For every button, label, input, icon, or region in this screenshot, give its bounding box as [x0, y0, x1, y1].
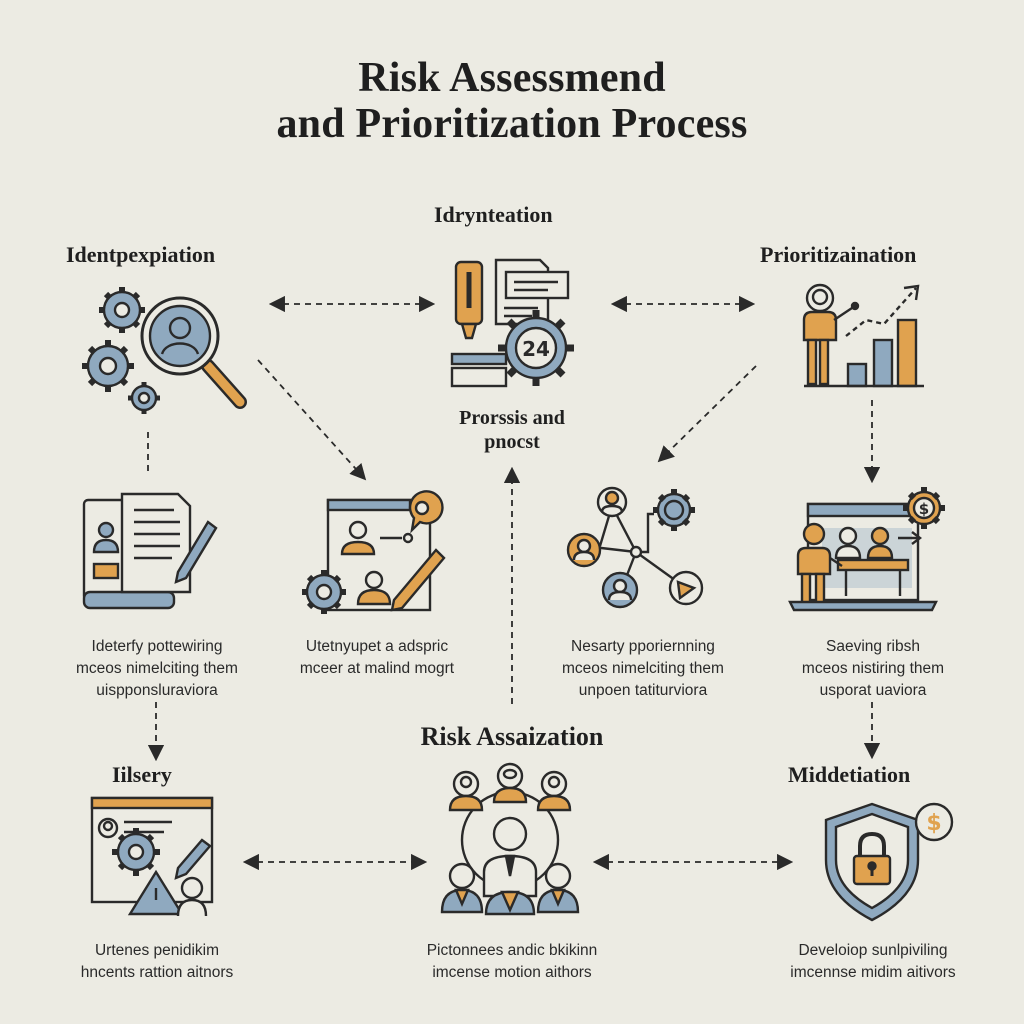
top-center-heading: Idrynteation [434, 202, 553, 227]
history-description: Urtenes penidikim hncents rattion aitnor… [10, 940, 304, 984]
mid-4-line-1: Saeving ribsh [826, 638, 920, 655]
presenter-chart-icon [802, 283, 924, 388]
shield-lock-icon: $ [824, 802, 954, 922]
mid-3-description: Nesarty pporiernning mceos nimelciting t… [496, 636, 790, 702]
mid-3-line-2: mceos nimelciting them [562, 660, 724, 677]
middetiation-line-1: Develoiop sunlpiviling [798, 942, 948, 959]
title-line-2: and Prioritization Process [276, 101, 748, 147]
document-profile-pencil-icon [82, 492, 218, 610]
mid-1-description: Ideterfy pottewiring mceos nimelciting t… [10, 636, 304, 702]
mid-3-line-3: unpoen tatiturviora [578, 682, 708, 699]
risk-assaization-heading: Risk Assaization [420, 722, 604, 751]
title-line-1: Risk Assessmend [358, 55, 666, 101]
mid-3-line-1: Nesarty pporiernning [571, 638, 715, 655]
mid-1-line-2: mceos nimelciting them [76, 660, 238, 677]
arrow-prior-mid3 [657, 365, 757, 463]
gear-badge-text: 24 [522, 337, 550, 361]
mid-1-line-1: Ideterfy pottewiring [91, 638, 223, 655]
documents-gear-icon: 24 [450, 258, 574, 388]
prioritization-heading: Prioritizaination [760, 242, 917, 267]
arrow-ident-mid2 [257, 359, 367, 481]
identification-heading: Identpexpiation [66, 242, 216, 267]
svg-text:$: $ [919, 500, 929, 518]
mid-2-line-1: Utetnyupet a adspric [305, 638, 449, 655]
network-people-icon [566, 486, 704, 609]
svg-text:$: $ [926, 811, 941, 836]
mid-4-line-3: usporat uaviora [819, 682, 927, 699]
history-line-2: hncents rattion aitnors [80, 964, 234, 981]
mid-4-line-2: mceos nistiring them [801, 660, 945, 677]
mid-1-line-3: uispponsluraviora [96, 682, 218, 699]
risk-assaization-line-1: Pictonnees andic bkikinn [426, 942, 598, 959]
browser-profile-gear-icon [302, 490, 446, 614]
team-hierarchy-icon [440, 762, 580, 916]
browser-gear-alert-icon [90, 796, 214, 917]
top-center-sub-line-1: Prorssis and [459, 407, 565, 429]
risk-assaization-line-2: imcense motion aithors [432, 964, 592, 981]
top-center-sub-line-2: pnocst [484, 431, 540, 453]
mid-2-description: Utetnyupet a adspric mceer at malind mog… [230, 636, 524, 680]
risk-assaization-description: Pictonnees andic bkikinn imcense motion … [362, 940, 662, 984]
meeting-laptop-dollar-icon: $ [788, 487, 945, 612]
middetiation-line-2: imcennse midim aitivors [790, 964, 956, 981]
magnifier-gears-icon [82, 287, 247, 414]
middetiation-description: Develoiop sunlpiviling imcennse midim ai… [726, 940, 1020, 984]
history-heading: Iilsery [112, 762, 172, 787]
mid-4-description: Saeving ribsh mceos nistiring them uspor… [726, 636, 1020, 702]
middetiation-heading: Middetiation [788, 762, 911, 787]
mid-2-line-2: mceer at malind mogrt [299, 660, 455, 677]
history-line-1: Urtenes penidikim [94, 942, 220, 959]
